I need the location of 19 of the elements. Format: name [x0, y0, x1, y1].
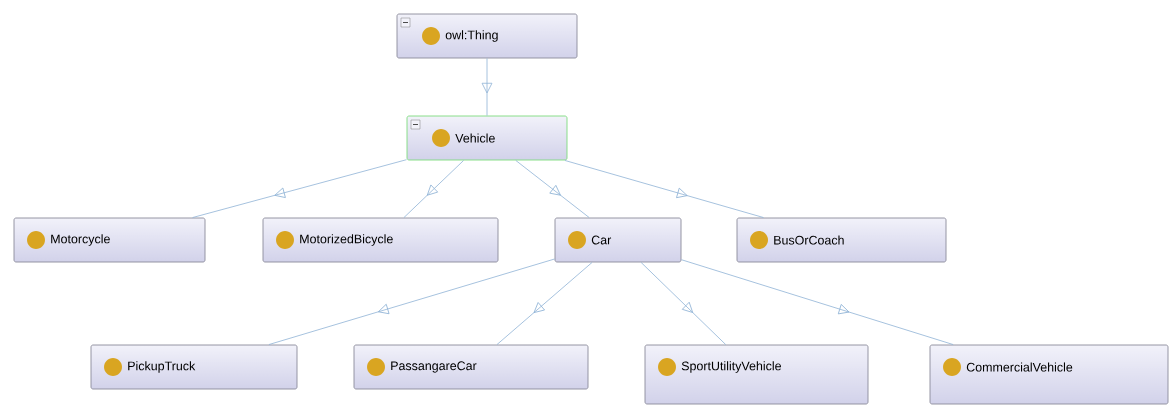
arrow [515, 160, 590, 218]
arrow [564, 160, 764, 218]
class-box: Motorcycle [13, 217, 206, 263]
class-box: PickupTruck [90, 344, 298, 390]
arrow [403, 160, 464, 218]
class-box: CommercialVehicle [929, 344, 1169, 405]
class-box: Vehicle [406, 115, 568, 161]
class-box: SportUtilityVehicle [644, 344, 869, 405]
arrow [192, 159, 407, 218]
arrow [496, 262, 593, 345]
class-box: MotorizedBicycle [262, 217, 499, 263]
arrow [681, 259, 954, 345]
class-box: PassangareCar [353, 344, 589, 390]
arrow [640, 262, 727, 345]
class-box: owl:Thing [396, 13, 578, 59]
arrow [481, 58, 493, 116]
class-box: Car [554, 217, 682, 263]
arrow [268, 258, 555, 345]
class-box: BusOrCoach [736, 217, 947, 263]
